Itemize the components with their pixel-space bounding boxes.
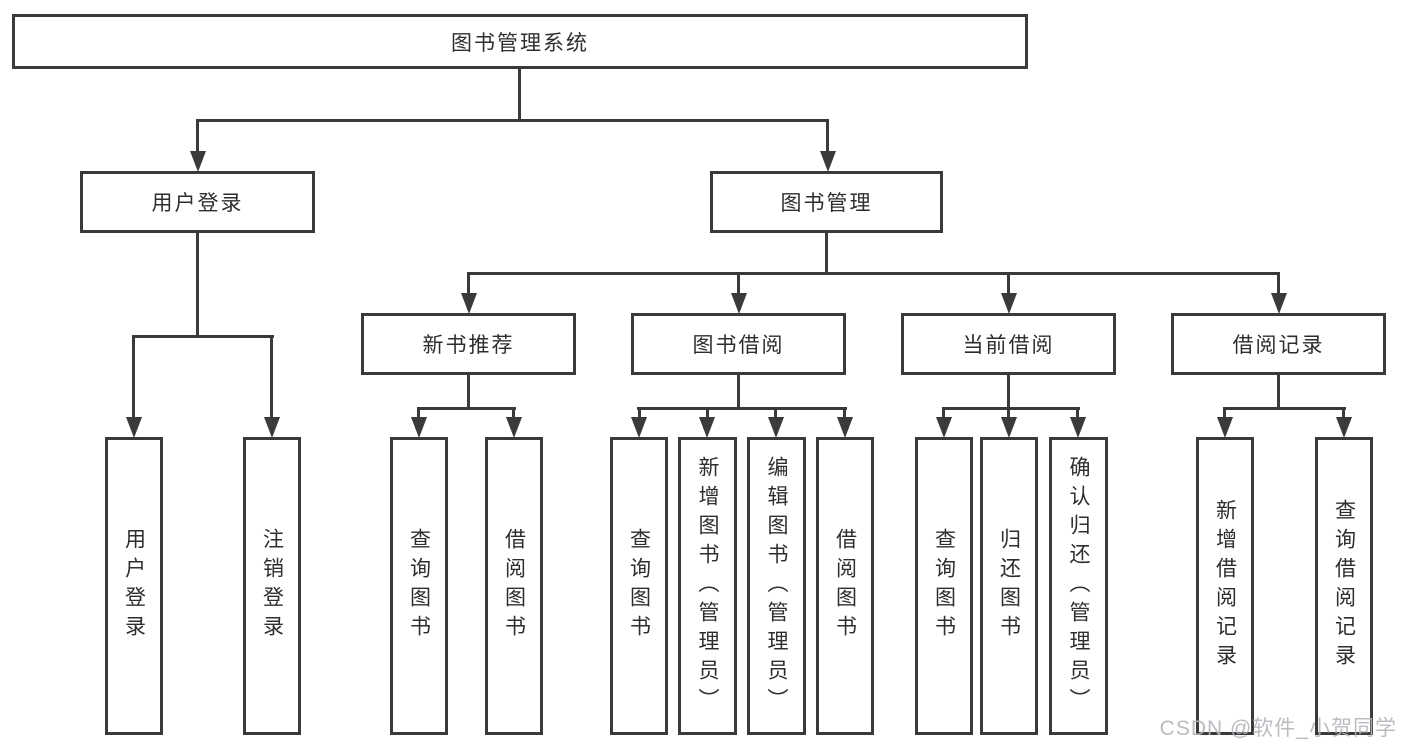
- node-book-borrow: 图书借阅: [631, 313, 846, 375]
- leaf-label: 查询借阅记录: [1332, 499, 1356, 673]
- leaf-edit-books-admin: 编辑图书（管理员）: [747, 437, 806, 735]
- leaf-label: 编辑图书（管理员）: [765, 455, 788, 717]
- leaf-confirm-return-admin: 确认归还（管理员）: [1049, 437, 1108, 735]
- connector-line: [1223, 407, 1226, 420]
- connector-line: [637, 407, 847, 410]
- connector-line: [1007, 407, 1010, 420]
- connector-line: [270, 335, 273, 419]
- connector-line: [132, 335, 135, 419]
- arrow-down-icon: [190, 151, 206, 172]
- connector-line: [467, 272, 470, 296]
- connector-line: [417, 407, 420, 420]
- arrow-down-icon: [936, 417, 952, 438]
- node-book-management: 图书管理: [710, 171, 943, 233]
- leaf-label: 新增图书（管理员）: [696, 455, 719, 717]
- leaf-borrow-books-recommend: 借阅图书: [485, 437, 543, 735]
- leaf-logout: 注销登录: [243, 437, 301, 735]
- leaf-borrow-books: 借阅图书: [816, 437, 874, 735]
- connector-line: [942, 407, 945, 420]
- arrow-down-icon: [461, 293, 477, 314]
- connector-line: [132, 335, 274, 338]
- arrow-down-icon: [264, 417, 280, 438]
- leaf-query-books-current: 查询图书: [915, 437, 973, 735]
- arrow-down-icon: [731, 293, 747, 314]
- arrow-down-icon: [1001, 293, 1017, 314]
- node-borrow-records: 借阅记录: [1171, 313, 1386, 375]
- leaf-label: 查询图书: [627, 528, 651, 644]
- connector-line: [843, 407, 846, 420]
- connector-line: [1007, 272, 1010, 296]
- node-current-borrow: 当前借阅: [901, 313, 1116, 375]
- leaf-return-books: 归还图书: [980, 437, 1038, 735]
- leaf-label: 用户登录: [122, 528, 146, 644]
- connector-line: [1076, 407, 1079, 420]
- leaf-label: 归还图书: [997, 528, 1021, 644]
- connector-line: [706, 407, 709, 420]
- connector-line: [1277, 375, 1280, 409]
- arrow-down-icon: [1001, 417, 1017, 438]
- leaf-label: 查询图书: [932, 528, 956, 644]
- connector-line: [518, 69, 521, 120]
- connector-line: [196, 233, 199, 336]
- arrow-down-icon: [1217, 417, 1233, 438]
- leaf-add-books-admin: 新增图书（管理员）: [678, 437, 737, 735]
- connector-line: [512, 407, 515, 420]
- arrow-down-icon: [631, 417, 647, 438]
- node-new-book-recommend: 新书推荐: [361, 313, 576, 375]
- connector-line: [774, 407, 777, 420]
- arrow-down-icon: [1271, 293, 1287, 314]
- node-root: 图书管理系统: [12, 14, 1028, 69]
- leaf-label: 借阅图书: [833, 528, 857, 644]
- arrow-down-icon: [126, 417, 142, 438]
- leaf-label: 注销登录: [260, 528, 284, 644]
- leaf-label: 确认归还（管理员）: [1067, 455, 1090, 717]
- leaf-add-borrow-record: 新增借阅记录: [1196, 437, 1254, 735]
- leaf-label: 查询图书: [407, 528, 431, 644]
- connector-line: [1277, 272, 1280, 296]
- connector-line: [942, 407, 1080, 410]
- connector-line: [826, 119, 829, 155]
- leaf-label: 借阅图书: [502, 528, 526, 644]
- connector-line: [1223, 407, 1346, 410]
- connector-line: [825, 233, 828, 275]
- connector-line: [417, 407, 516, 410]
- connector-line: [196, 119, 199, 155]
- connector-line: [467, 272, 1280, 275]
- arrow-down-icon: [1336, 417, 1352, 438]
- arrow-down-icon: [1070, 417, 1086, 438]
- leaf-user-login: 用户登录: [105, 437, 163, 735]
- leaf-query-books-recommend: 查询图书: [390, 437, 448, 735]
- connector-line: [1007, 375, 1010, 409]
- node-user-login: 用户登录: [80, 171, 315, 233]
- connector-line: [467, 375, 470, 409]
- connector-line: [737, 272, 740, 296]
- arrow-down-icon: [699, 417, 715, 438]
- arrow-down-icon: [837, 417, 853, 438]
- arrow-down-icon: [506, 417, 522, 438]
- arrow-down-icon: [768, 417, 784, 438]
- leaf-query-books: 查询图书: [610, 437, 668, 735]
- connector-line: [196, 119, 829, 122]
- leaf-query-borrow-record: 查询借阅记录: [1315, 437, 1373, 735]
- leaf-label: 新增借阅记录: [1213, 499, 1237, 673]
- csdn-watermark: CSDN @软件_小贺同学: [1159, 717, 1397, 740]
- connector-line: [1342, 407, 1345, 420]
- connector-line: [737, 375, 740, 409]
- arrow-down-icon: [820, 151, 836, 172]
- connector-line: [638, 407, 641, 420]
- arrow-down-icon: [411, 417, 427, 438]
